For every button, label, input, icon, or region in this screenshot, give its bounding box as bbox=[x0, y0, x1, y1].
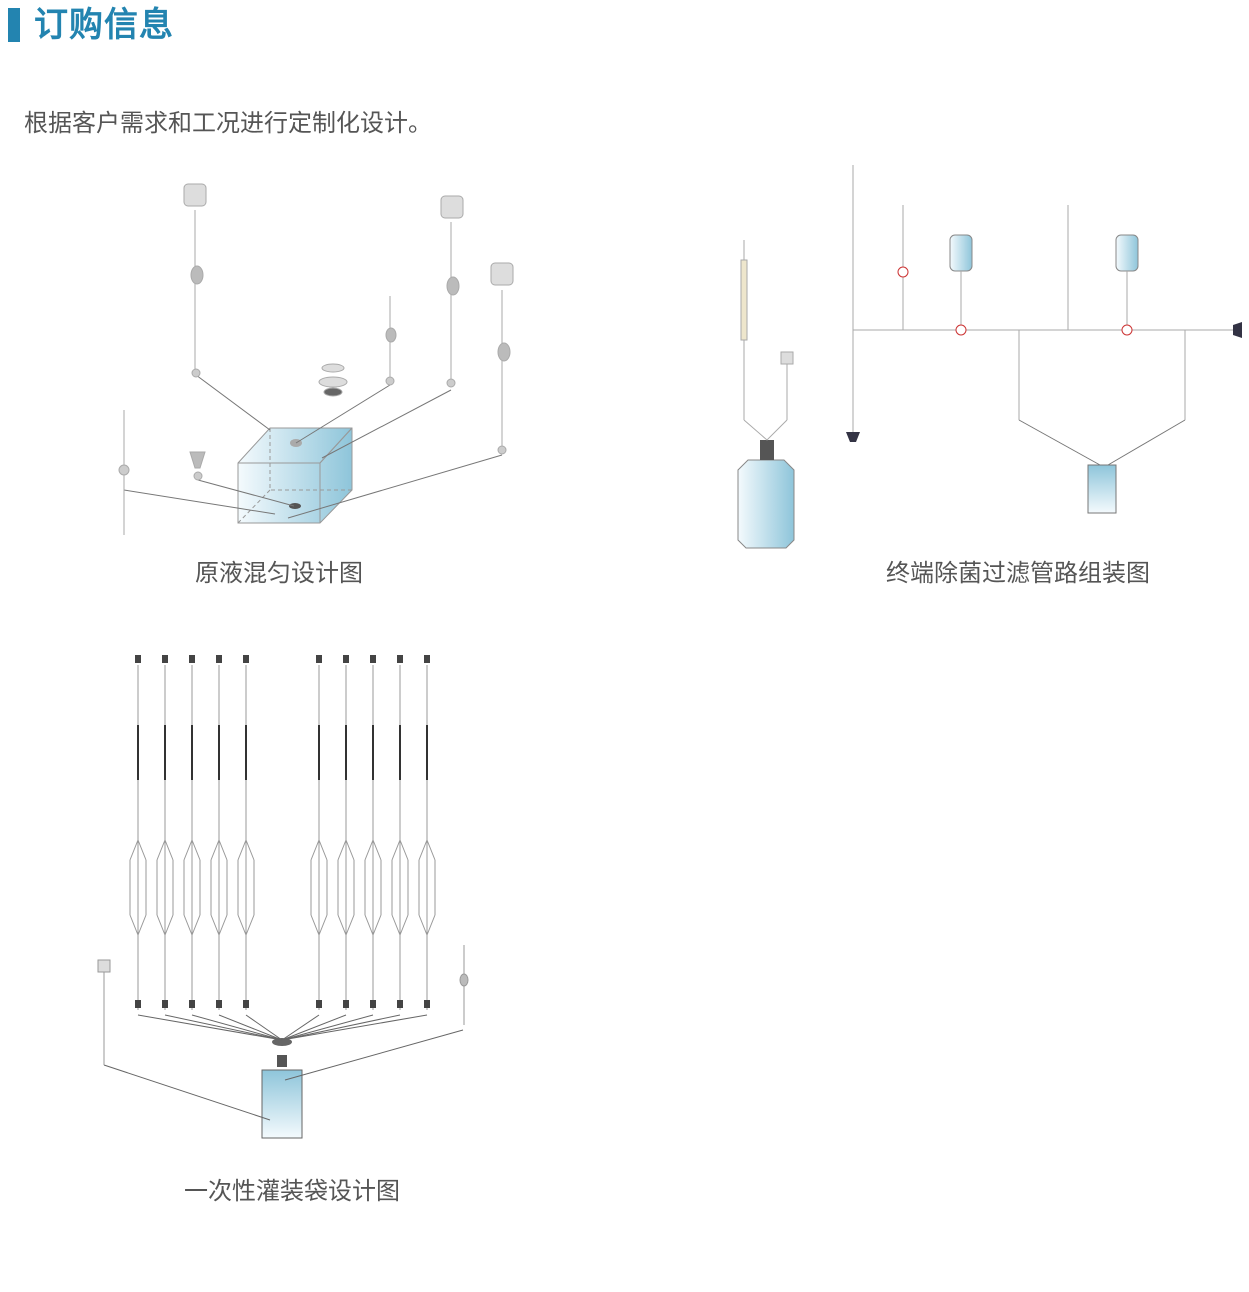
filling-line bbox=[418, 655, 436, 1010]
connector-line bbox=[245, 1014, 283, 1041]
figure-caption-filtration: 终端除菌过滤管路组装图 bbox=[886, 559, 1150, 587]
figure-caption-mixing: 原液混匀设计图 bbox=[195, 559, 363, 587]
connector-line bbox=[281, 1014, 320, 1041]
tube-assembly bbox=[118, 183, 514, 535]
filling-line bbox=[183, 655, 201, 1010]
mixing-design-diagram bbox=[118, 183, 514, 535]
filling-line bbox=[391, 655, 409, 1010]
filling-bag-design-diagram bbox=[97, 655, 469, 1139]
connector-line bbox=[281, 1014, 347, 1041]
filling-line bbox=[156, 655, 174, 1010]
figure-caption-filling-bag: 一次性灌装袋设计图 bbox=[184, 1177, 400, 1205]
filtration-assembly-diagram bbox=[737, 165, 1242, 549]
connector-line bbox=[281, 1014, 374, 1041]
filling-line bbox=[210, 655, 228, 1010]
connector-line bbox=[164, 1014, 283, 1041]
filling-line bbox=[237, 655, 255, 1010]
connector-line bbox=[281, 1014, 401, 1041]
connector-line bbox=[191, 1014, 283, 1041]
title-accent-bar bbox=[8, 8, 20, 42]
filling-line bbox=[337, 655, 355, 1010]
connector-line bbox=[281, 1014, 428, 1041]
filling-line bbox=[129, 655, 147, 1010]
filling-line bbox=[310, 655, 328, 1010]
intro-text: 根据客户需求和工况进行定制化设计。 bbox=[24, 109, 432, 137]
connector-line bbox=[137, 1014, 283, 1041]
connector-line bbox=[218, 1014, 283, 1041]
page-title: 订购信息 bbox=[34, 5, 174, 45]
filling-line bbox=[364, 655, 382, 1010]
